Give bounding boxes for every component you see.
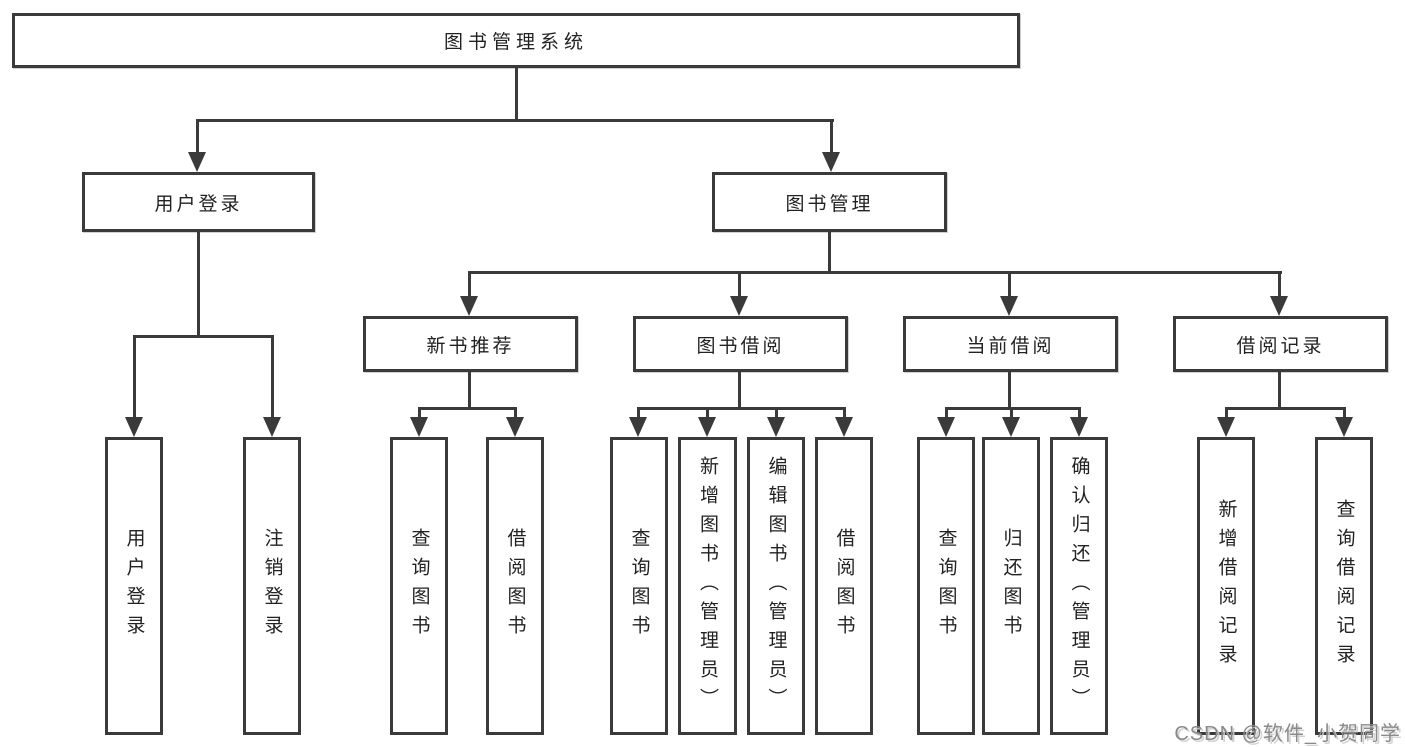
leaf-logout-label: 注销登录	[261, 528, 283, 644]
arrow-down-icon	[410, 417, 428, 437]
connector-user-login-bus	[133, 335, 273, 338]
node-new-book-recommend-label: 新书推荐	[426, 335, 515, 357]
leaf-query-borrow-record: 查询借阅记录	[1315, 437, 1373, 735]
connector-book-management-stem	[828, 232, 831, 274]
connector-drop-leaf	[706, 407, 709, 420]
leaf-rec-borrow-book-label: 借阅图书	[504, 528, 526, 644]
connector-drop-book-borrow	[738, 271, 741, 299]
connector-drop-user-login	[196, 119, 199, 155]
connector-new-book-recommend-bus	[418, 407, 516, 410]
arrow-down-icon	[1335, 417, 1353, 437]
connector-drop-leaf	[843, 407, 846, 420]
connector-book-management-bus	[468, 271, 1282, 274]
arrow-down-icon	[1002, 417, 1020, 437]
connector-drop-leaf	[1010, 407, 1013, 420]
leaf-edit-book-admin: 编辑图书（管理员）	[747, 437, 805, 735]
csdn-watermark: CSDN @软件_小贺同学	[1174, 723, 1401, 745]
leaf-borrow-book: 借阅图书	[815, 437, 873, 735]
leaf-cur-query-book-label: 查询图书	[935, 528, 957, 644]
arrow-down-icon	[1217, 417, 1235, 437]
connector-drop-current-borrow	[1008, 271, 1011, 299]
connector-drop-leaf	[775, 407, 778, 420]
leaf-cur-query-book: 查询图书	[917, 437, 975, 735]
arrow-down-icon	[1270, 296, 1288, 316]
connector-drop-book-management	[830, 119, 833, 155]
arrow-down-icon	[937, 417, 955, 437]
leaf-add-borrow-record-label: 新增借阅记录	[1215, 499, 1237, 673]
node-borrow-record: 借阅记录	[1173, 316, 1388, 372]
arrow-down-icon	[188, 152, 206, 172]
connector-drop-borrow-record	[1278, 271, 1281, 299]
arrow-down-icon	[767, 417, 785, 437]
leaf-user-login-label: 用户登录	[123, 528, 145, 644]
connector-root-bus	[196, 119, 834, 122]
connector-drop-leaf	[1343, 407, 1346, 420]
connector-drop-leaf	[945, 407, 948, 420]
node-current-borrow: 当前借阅	[903, 316, 1118, 372]
node-new-book-recommend: 新书推荐	[363, 316, 578, 372]
connector-drop-leaf	[418, 407, 421, 420]
leaf-query-borrow-record-label: 查询借阅记录	[1333, 499, 1355, 673]
arrow-down-icon	[730, 296, 748, 316]
leaf-rec-query-book: 查询图书	[390, 437, 448, 735]
leaf-rec-borrow-book: 借阅图书	[486, 437, 544, 735]
leaf-borrow-book-label: 借阅图书	[833, 528, 855, 644]
connector-user-login-stem	[197, 232, 200, 338]
node-library-system-label: 图书管理系统	[443, 32, 588, 53]
arrow-down-icon	[125, 417, 143, 437]
leaf-user-login: 用户登录	[105, 437, 163, 735]
arrow-down-icon	[460, 296, 478, 316]
leaf-confirm-return-admin-label: 确认归还（管理员）	[1068, 455, 1090, 717]
connector-borrow-record-bus	[1225, 407, 1345, 410]
connector-drop-leaf	[1225, 407, 1228, 420]
node-user-login-label: 用户登录	[154, 193, 243, 215]
node-book-borrow: 图书借阅	[633, 316, 848, 372]
leaf-add-borrow-record: 新增借阅记录	[1197, 437, 1255, 735]
connector-drop-leaf	[271, 335, 274, 419]
node-book-management: 图书管理	[712, 172, 947, 232]
connector-root-stem	[515, 68, 518, 122]
leaf-rec-query-book-label: 查询图书	[408, 528, 430, 644]
node-user-login: 用户登录	[82, 172, 315, 232]
arrow-down-icon	[822, 152, 840, 172]
node-borrow-record-label: 借阅记录	[1236, 335, 1325, 357]
arrow-down-icon	[698, 417, 716, 437]
connector-current-borrow-stem	[1008, 372, 1011, 410]
leaf-return-book-label: 归还图书	[1000, 528, 1022, 644]
arrow-down-icon	[506, 417, 524, 437]
connector-new-book-recommend-stem	[468, 372, 471, 410]
connector-book-borrow-stem	[738, 372, 741, 410]
leaf-borrow-query-book: 查询图书	[610, 437, 668, 735]
leaf-borrow-query-book-label: 查询图书	[628, 528, 650, 644]
arrow-down-icon	[1000, 296, 1018, 316]
leaf-return-book: 归还图书	[982, 437, 1040, 735]
node-current-borrow-label: 当前借阅	[966, 335, 1055, 357]
arrow-down-icon	[629, 417, 647, 437]
arrow-down-icon	[1070, 417, 1088, 437]
leaf-logout: 注销登录	[243, 437, 301, 735]
leaf-add-book-admin: 新增图书（管理员）	[678, 437, 737, 735]
node-book-management-label: 图书管理	[785, 193, 874, 215]
arrow-down-icon	[263, 417, 281, 437]
connector-current-borrow-bus	[945, 407, 1081, 410]
connector-drop-leaf	[1078, 407, 1081, 420]
node-book-borrow-label: 图书借阅	[696, 335, 785, 357]
connector-drop-leaf	[637, 407, 640, 420]
leaf-add-book-admin-label: 新增图书（管理员）	[697, 455, 718, 717]
arrow-down-icon	[835, 417, 853, 437]
connector-book-borrow-bus	[637, 407, 845, 410]
leaf-confirm-return-admin: 确认归还（管理员）	[1050, 437, 1108, 735]
connector-drop-leaf	[133, 335, 136, 419]
connector-borrow-record-stem	[1278, 372, 1281, 410]
leaf-edit-book-admin-label: 编辑图书（管理员）	[765, 455, 787, 717]
connector-drop-new-book-recommend	[468, 271, 471, 299]
connector-drop-leaf	[514, 407, 517, 420]
node-library-system: 图书管理系统	[12, 13, 1020, 68]
